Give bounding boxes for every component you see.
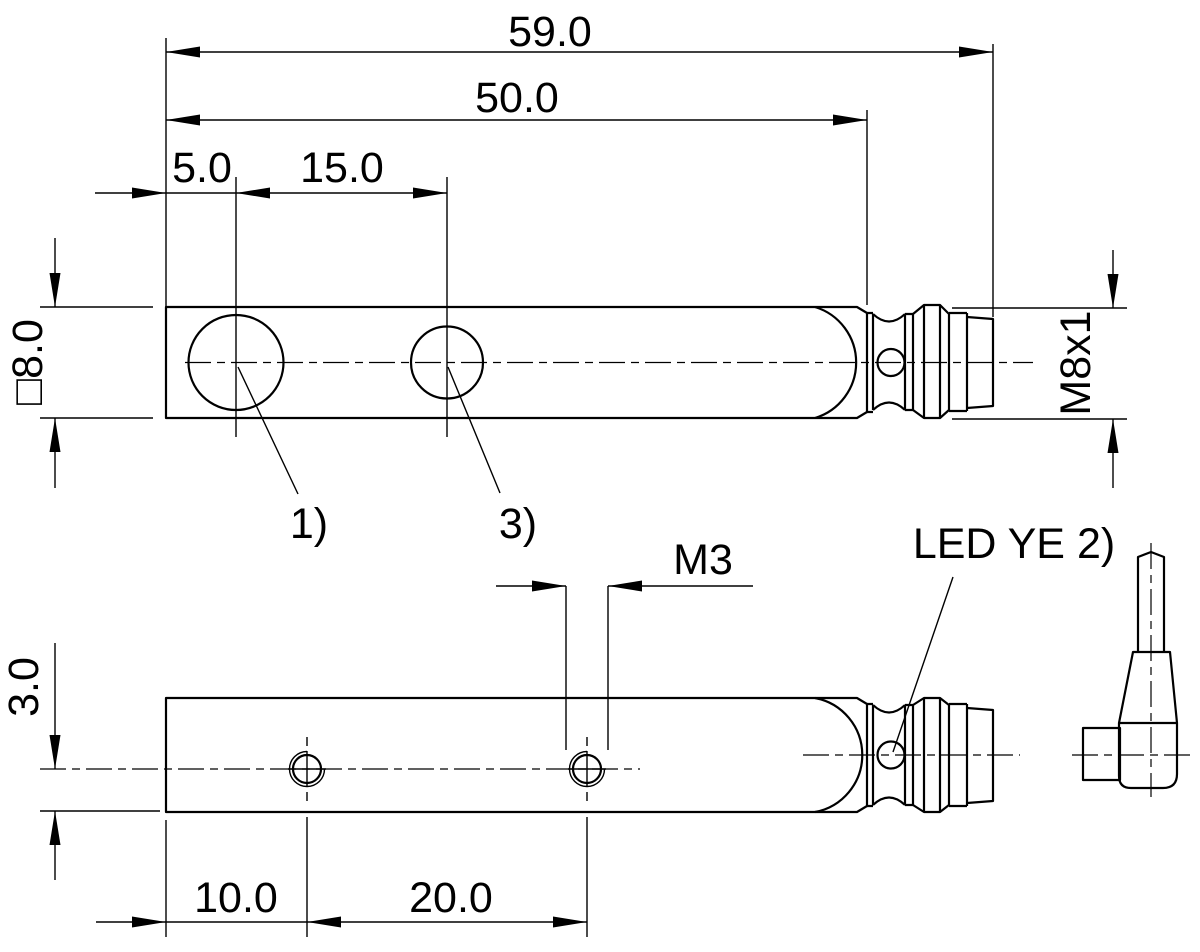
callout-3-label: 3) bbox=[499, 500, 537, 548]
connector-neck bbox=[867, 702, 873, 808]
dim-body-length-label: 50.0 bbox=[475, 74, 559, 122]
dim-hole-spacing-label: 20.0 bbox=[409, 874, 493, 922]
led-leader bbox=[892, 576, 954, 753]
coupling-nut bbox=[1081, 726, 1122, 782]
arrowhead bbox=[532, 580, 566, 592]
arrowhead bbox=[132, 187, 166, 199]
dim-hole-spacing-label: 15.0 bbox=[300, 144, 384, 192]
callout-1-leader bbox=[237, 366, 299, 495]
dim-hole1-offset-label: 10.0 bbox=[194, 874, 278, 922]
dim-hole-height-label: 3.0 bbox=[0, 657, 48, 717]
arrowhead bbox=[413, 187, 447, 199]
bottom-view-dimensions: M3 3.0 10.0 20.0 LED YE 2) bbox=[0, 520, 1115, 937]
arrowhead bbox=[833, 114, 867, 126]
bottom-view bbox=[40, 696, 1020, 814]
hex-section bbox=[912, 303, 951, 420]
dim-overall-length-label: 59.0 bbox=[508, 8, 592, 56]
arrowhead bbox=[49, 811, 61, 845]
led-label: LED YE 2) bbox=[913, 520, 1115, 568]
arrowhead bbox=[49, 418, 61, 452]
m3-hole-1-thread-arc bbox=[288, 750, 326, 788]
sensor-body-outline bbox=[164, 696, 869, 814]
top-view-dimensions: 59.0 50.0 5.0 15.0 □8.0 M8x1 1) bbox=[4, 8, 1127, 548]
arrowhead bbox=[608, 580, 642, 592]
arrowhead bbox=[132, 916, 166, 928]
arrowhead bbox=[1107, 419, 1119, 453]
arrowhead bbox=[307, 916, 341, 928]
arrowhead bbox=[1107, 274, 1119, 308]
arrowhead bbox=[236, 187, 270, 199]
arrowhead bbox=[553, 916, 587, 928]
m3-hole-2-cross bbox=[568, 737, 606, 801]
connector-neck bbox=[867, 311, 873, 414]
arrowhead bbox=[166, 114, 200, 126]
arrowhead bbox=[166, 46, 200, 58]
dim-connector-thread-label: M8x1 bbox=[1052, 310, 1100, 415]
sensing-face-arc bbox=[814, 305, 858, 420]
dim-square-section-label: □8.0 bbox=[4, 319, 52, 405]
right-angle-connector-view bbox=[1072, 543, 1190, 797]
top-view bbox=[164, 177, 1033, 437]
hex-section bbox=[912, 696, 951, 814]
arrowhead bbox=[959, 46, 993, 58]
m3-hole-2-thread-arc bbox=[568, 750, 606, 788]
arrowhead bbox=[49, 735, 61, 769]
dim-mount-thread-label: M3 bbox=[673, 536, 733, 584]
connector-boot bbox=[1117, 650, 1179, 790]
callout-3-leader bbox=[447, 366, 501, 494]
arrowhead bbox=[49, 273, 61, 307]
callout-1-label: 1) bbox=[290, 500, 328, 548]
dim-hole1-offset-label: 5.0 bbox=[172, 144, 232, 192]
